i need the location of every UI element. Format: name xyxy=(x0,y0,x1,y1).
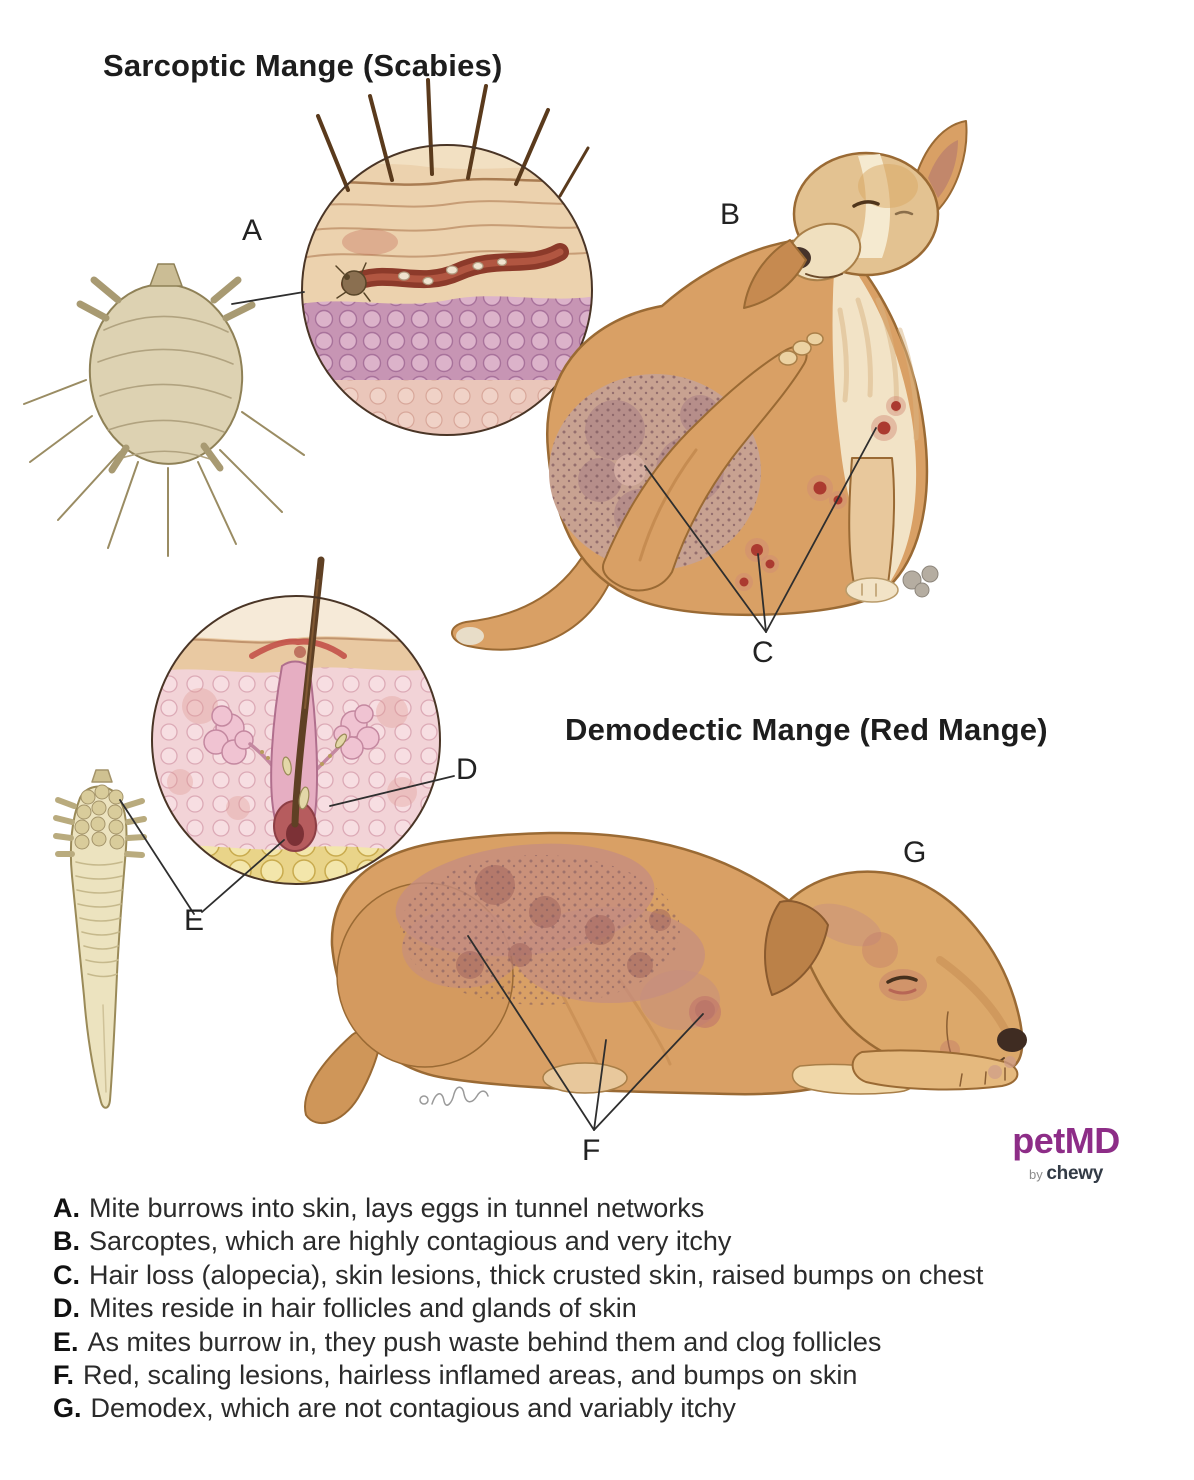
callout-f: F xyxy=(582,1134,601,1167)
legend-text: As mites burrow in, they push waste behi… xyxy=(87,1326,882,1357)
leader-e1 xyxy=(119,799,195,915)
legend-text: Demodex, which are not contagious and va… xyxy=(90,1393,736,1424)
dog-scratching-illustration xyxy=(451,120,968,651)
sarcoptes-mite-illustration xyxy=(23,263,305,557)
callout-a: A xyxy=(242,214,263,247)
dog-eye xyxy=(852,200,880,208)
leader-f3 xyxy=(593,1013,704,1131)
legend-key: E. xyxy=(53,1326,79,1357)
dog-scratching-leg xyxy=(602,345,808,592)
callout-c: C xyxy=(752,636,774,669)
legend-key: C. xyxy=(53,1259,80,1290)
lesion-spots-dog-b xyxy=(735,396,906,591)
leader-f1 xyxy=(467,935,595,1131)
paw-bumps xyxy=(902,565,939,598)
sarcoptic-title: Sarcoptic Mange (Scabies) xyxy=(103,48,503,83)
demodex-mites-in-follicle xyxy=(282,733,348,810)
leader-f2 xyxy=(593,1039,607,1131)
legend-item-a: A. Mite burrows into skin, lays eggs in t… xyxy=(53,1192,1171,1225)
inflamed-epidermis xyxy=(249,638,347,659)
dog-eye xyxy=(886,975,918,984)
legend-text: Mites reside in hair follicles and gland… xyxy=(89,1293,637,1324)
hind-paw xyxy=(542,1062,628,1094)
legend-text: Sarcoptes, which are highly contagious a… xyxy=(89,1226,732,1257)
skin-burrow-zoom xyxy=(301,78,593,436)
legend-key: D. xyxy=(53,1293,80,1324)
leader-d xyxy=(329,775,455,807)
burrowing-mite xyxy=(335,262,371,302)
dog-ear-folded xyxy=(743,239,807,309)
leader-a xyxy=(231,291,305,305)
legend-key: G. xyxy=(53,1393,82,1424)
mite-eggs xyxy=(397,258,508,286)
demodex-legs xyxy=(53,797,147,858)
leader-c3 xyxy=(765,427,877,633)
legend-item-d: D. Mites reside in hair follicles and gla… xyxy=(53,1292,1171,1325)
demodex-mite-illustration xyxy=(53,769,147,1109)
dog-front-leg xyxy=(848,457,896,585)
leader-c2 xyxy=(757,553,767,633)
callout-d: D xyxy=(456,753,478,786)
leader-lines xyxy=(119,291,877,1131)
dog-tail xyxy=(451,539,619,651)
dog-head xyxy=(764,870,1027,1078)
legend-text: Mite burrows into skin, lays eggs in tun… xyxy=(89,1193,705,1223)
leader-c1 xyxy=(644,465,767,633)
artist-signature xyxy=(419,1086,489,1106)
mite-legs xyxy=(76,276,256,474)
by-label: by xyxy=(1029,1167,1043,1182)
front-paw xyxy=(851,1049,1019,1091)
dog-nose xyxy=(997,1028,1027,1052)
leader-e2 xyxy=(201,839,285,913)
sebaceous-gland-right xyxy=(333,704,380,760)
legend-key: F. xyxy=(53,1360,75,1391)
legend-item-f: F. Red, scaling lesions, hairless inflame… xyxy=(53,1359,1171,1392)
red-mange-patches xyxy=(395,843,721,1030)
legend-item-b: B. Sarcoptes, which are highly contagious… xyxy=(53,1225,1171,1258)
follicle-zoom xyxy=(151,556,441,885)
sebaceous-gland-left xyxy=(203,705,254,765)
petmd-logo: petMD by chewy xyxy=(996,1120,1136,1185)
callout-e: E xyxy=(184,904,205,937)
petmd-wordmark: petMD xyxy=(1012,1120,1120,1161)
chewy-wordmark: chewy xyxy=(1046,1163,1103,1184)
mite-setae xyxy=(23,379,305,557)
legend-text: Red, scaling lesions, hairless inflamed … xyxy=(83,1360,858,1391)
legend-item-c: C. Hair loss (alopecia), skin lesions, th… xyxy=(53,1259,1171,1292)
callout-b: B xyxy=(720,198,741,231)
legend-text: Hair loss (alopecia), skin lesions, thic… xyxy=(89,1259,984,1290)
legend: A. Mite burrows into skin, lays eggs in t… xyxy=(53,1192,1171,1426)
demodectic-title: Demodectic Mange (Red Mange) xyxy=(565,712,1048,747)
legend-item-e: E. As mites burrow in, they push waste be… xyxy=(53,1326,1171,1359)
legend-key: A. xyxy=(53,1193,80,1223)
dog-head xyxy=(743,120,968,309)
legend-item-g: G. Demodex, which are not contagious and … xyxy=(53,1392,1171,1425)
chewy-byline: by chewy xyxy=(996,1163,1136,1185)
legend-key: B. xyxy=(53,1226,80,1257)
dog-ear xyxy=(764,900,829,996)
dog-lying-illustration xyxy=(304,831,1027,1125)
callout-g: G xyxy=(903,836,927,869)
skin-hairs xyxy=(316,78,590,198)
